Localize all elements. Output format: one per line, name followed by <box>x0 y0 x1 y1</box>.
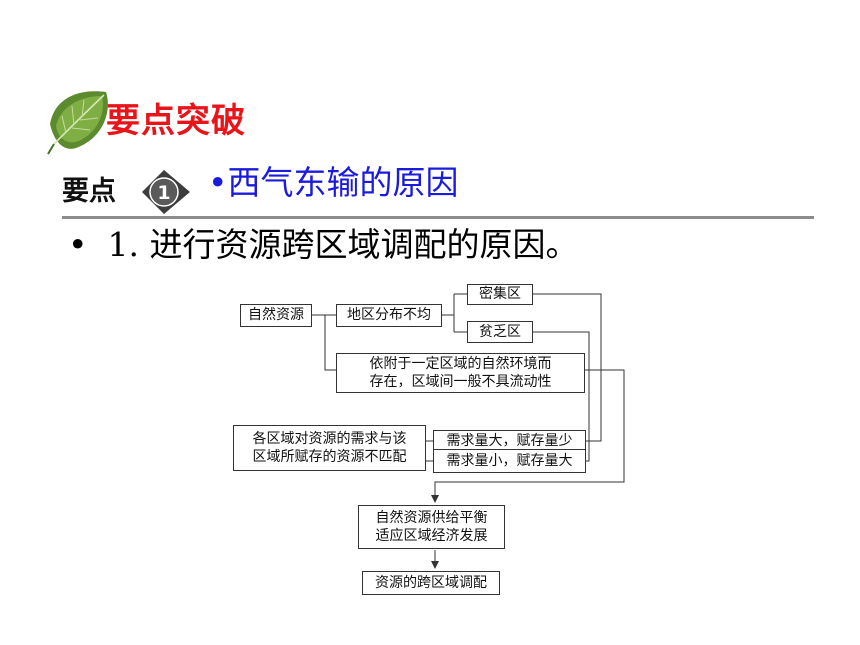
balance-line-1: 自然资源供给平衡 <box>375 509 488 526</box>
diagram-connectors <box>312 293 625 569</box>
node-low-demand: 需求量小，赋存量大 <box>433 449 586 473</box>
leaf-icon <box>47 91 108 155</box>
node-natural-resources: 自然资源 <box>240 304 312 327</box>
node-uneven-distribution: 地区分布不均 <box>336 304 442 327</box>
node-demand-mismatch: 各区域对资源的需求与该 区域所赋存的资源不匹配 <box>233 425 426 471</box>
node-dense-area: 密集区 <box>467 284 533 305</box>
bullet-dot: • <box>68 225 88 264</box>
balance-line-2: 适应区域经济发展 <box>375 528 488 544</box>
point-label: 要点 <box>62 176 116 207</box>
resource-flow-diagram: 自然资源 地区分布不均 密集区 贫乏区 依附于一定区域的自然环境而 存在，区域间… <box>225 275 645 605</box>
mismatch-line-1: 各区域对资源的需求与该 <box>252 430 407 447</box>
node-supply-balance: 自然资源供给平衡 适应区域经济发展 <box>358 505 505 549</box>
point-title: •西气东输的原因 <box>208 163 459 202</box>
node-cross-region-allocation: 资源的跨区域调配 <box>362 571 500 595</box>
section-title: 要点突破 <box>106 101 246 141</box>
content-line: • 1. 进行资源跨区域调配的原因。 <box>68 225 579 264</box>
point-number-badge: 1 <box>142 170 190 214</box>
content-line-text: 1. 进行资源跨区域调配的原因。 <box>107 225 579 264</box>
node-scarce-area: 贫乏区 <box>467 321 533 343</box>
node-dependent-environment: 依附于一定区域的自然环境而 存在，区域间一般不具流动性 <box>336 353 585 393</box>
dependent-line-1: 依附于一定区域的自然环境而 <box>369 355 552 372</box>
header-divider <box>62 216 814 219</box>
mismatch-line-2: 区域所赋存的资源不匹配 <box>252 449 407 465</box>
point-number: 1 <box>157 182 170 204</box>
dependent-line-2: 存在，区域间一般不具流动性 <box>369 374 552 390</box>
